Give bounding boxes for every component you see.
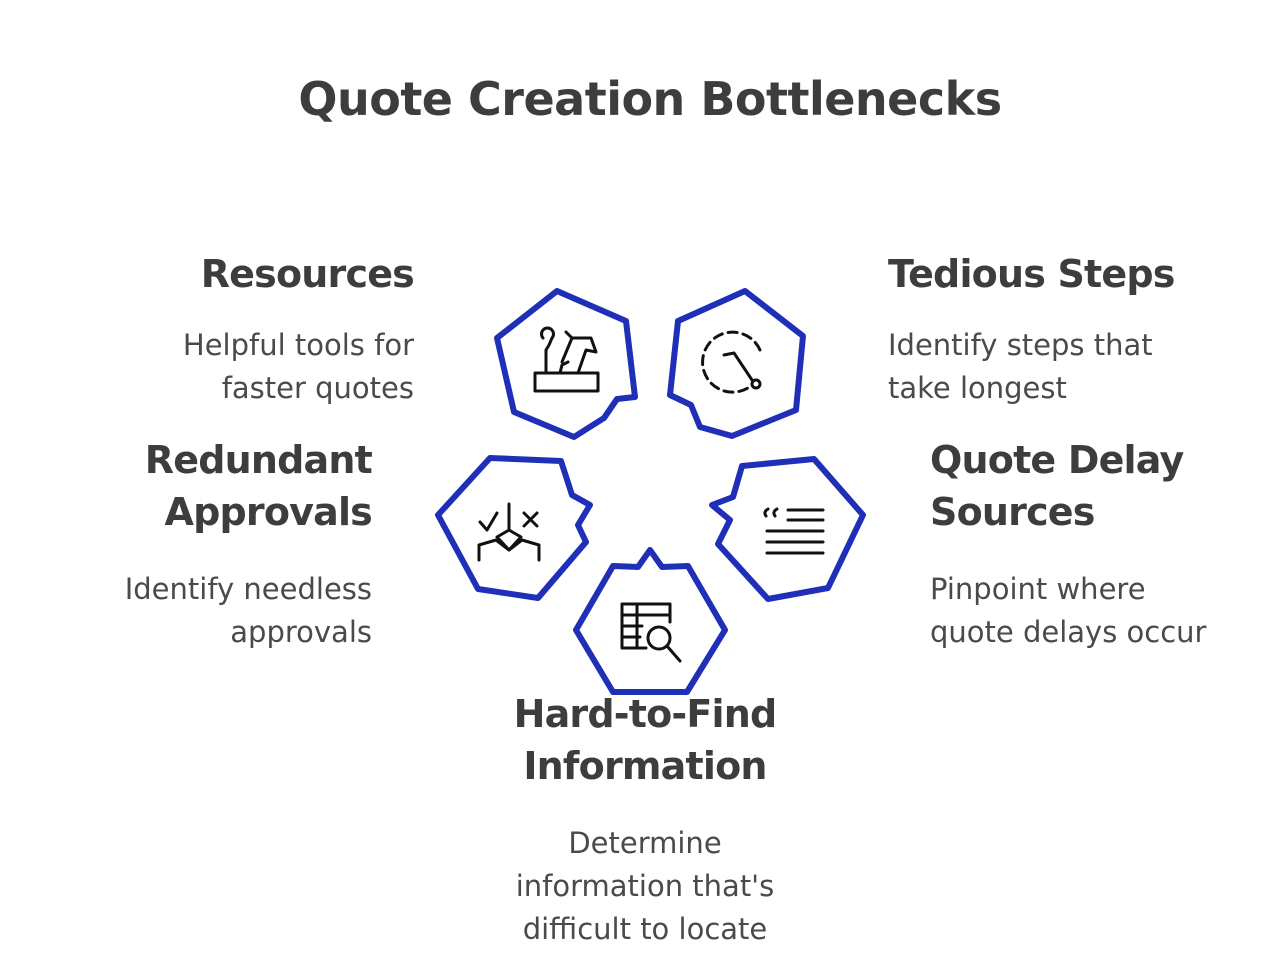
approval-split-icon (477, 502, 541, 562)
hexagon-redundant-approvals (435, 455, 593, 601)
item-description: Identify steps that take longest (888, 328, 1153, 405)
page-title: Quote Creation Bottlenecks (298, 72, 1002, 126)
item-tedious-steps: Tedious Steps Identify steps that take l… (888, 248, 1268, 410)
item-heading: Resources (200, 252, 415, 296)
item-description: Helpful tools for faster quotes (182, 328, 414, 405)
item-quote-delay-sources: Quote Delay Sources Pinpoint where quote… (930, 434, 1275, 654)
hexagon-quote-delay (709, 456, 866, 602)
item-description: Pinpoint where quote delays occur (930, 572, 1207, 649)
hexagon-resources (494, 288, 638, 440)
toolbox-icon (533, 326, 600, 393)
timer-icon (701, 330, 762, 394)
item-resources: Resources Helpful tools for faster quote… (54, 248, 415, 410)
item-heading: Quote Delay Sources (930, 438, 1184, 534)
table-search-icon (620, 602, 682, 663)
hexagon-tedious-steps (667, 288, 806, 439)
item-description: Determine information that's difficult t… (515, 826, 775, 946)
item-hard-to-find-information: Hard-to-Find Information Determine infor… (470, 688, 820, 951)
item-description: Identify needless approvals (124, 572, 372, 649)
item-heading: Hard-to-Find Information (513, 692, 778, 788)
item-heading: Redundant Approvals (144, 438, 373, 534)
quote-lines-icon (763, 507, 825, 555)
hexagon-hard-to-find (573, 547, 728, 695)
item-redundant-approvals: Redundant Approvals Identify needless ap… (32, 434, 373, 654)
item-heading: Tedious Steps (888, 252, 1175, 296)
